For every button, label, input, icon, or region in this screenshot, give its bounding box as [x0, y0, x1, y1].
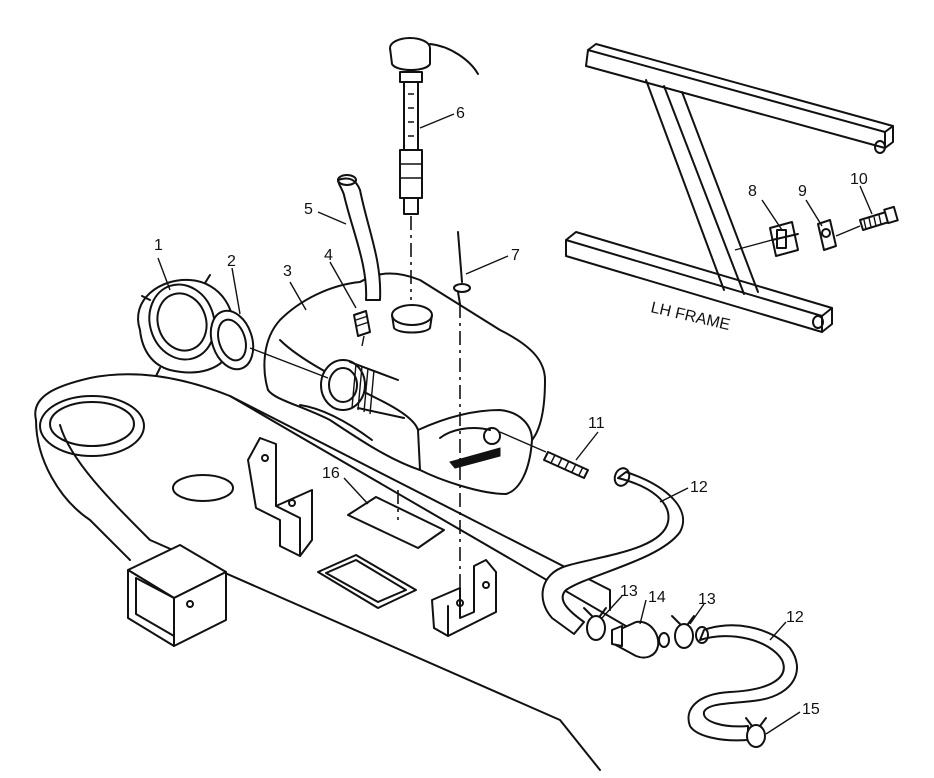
callout-14: 14 — [648, 589, 666, 606]
callout-12a: 12 — [690, 479, 708, 496]
callout-1: 1 — [154, 237, 163, 254]
pad-16 — [347, 496, 445, 549]
filter-14 — [611, 620, 670, 659]
callout-7: 7 — [511, 247, 520, 264]
fitting-4 — [353, 310, 371, 347]
probe-7 — [453, 231, 471, 305]
fuel-gauge-6 — [389, 37, 479, 215]
callout-9: 9 — [798, 183, 807, 200]
callout-13a: 13 — [620, 583, 638, 600]
chassis — [34, 373, 651, 771]
callout-labels: 1 2 3 4 5 6 7 8 9 10 11 12 12 13 13 14 1… — [154, 105, 868, 718]
callout-16: 16 — [322, 465, 340, 482]
bracket-9 — [817, 219, 837, 251]
fuel-tank-3 — [263, 272, 546, 495]
callout-4: 4 — [324, 247, 333, 264]
callout-11: 11 — [588, 415, 605, 432]
lh-frame-label: LH FRAME — [649, 299, 732, 334]
vent-hose-5 — [337, 174, 382, 301]
clamp-15 — [745, 717, 767, 748]
assembly-lines — [397, 216, 547, 604]
fitting-11 — [543, 451, 589, 479]
callout-2: 2 — [227, 253, 236, 270]
callout-12b: 12 — [786, 609, 804, 626]
clamp-8 — [769, 221, 799, 257]
callout-3: 3 — [283, 263, 292, 280]
clamp-13b — [671, 615, 695, 649]
bolt-10 — [835, 205, 899, 237]
leader-lines — [157, 113, 873, 735]
callout-5: 5 — [304, 201, 313, 218]
lh-frame — [565, 43, 894, 333]
callout-10: 10 — [850, 171, 868, 188]
callout-15: 15 — [802, 701, 820, 718]
fuel-hose-12a — [541, 467, 685, 635]
callout-8: 8 — [748, 183, 757, 200]
gasket-2 — [209, 309, 329, 379]
callout-6: 6 — [456, 105, 465, 122]
clamp-13a — [583, 607, 607, 641]
fuel-hose-12b — [687, 624, 798, 742]
callout-13b: 13 — [698, 591, 716, 608]
